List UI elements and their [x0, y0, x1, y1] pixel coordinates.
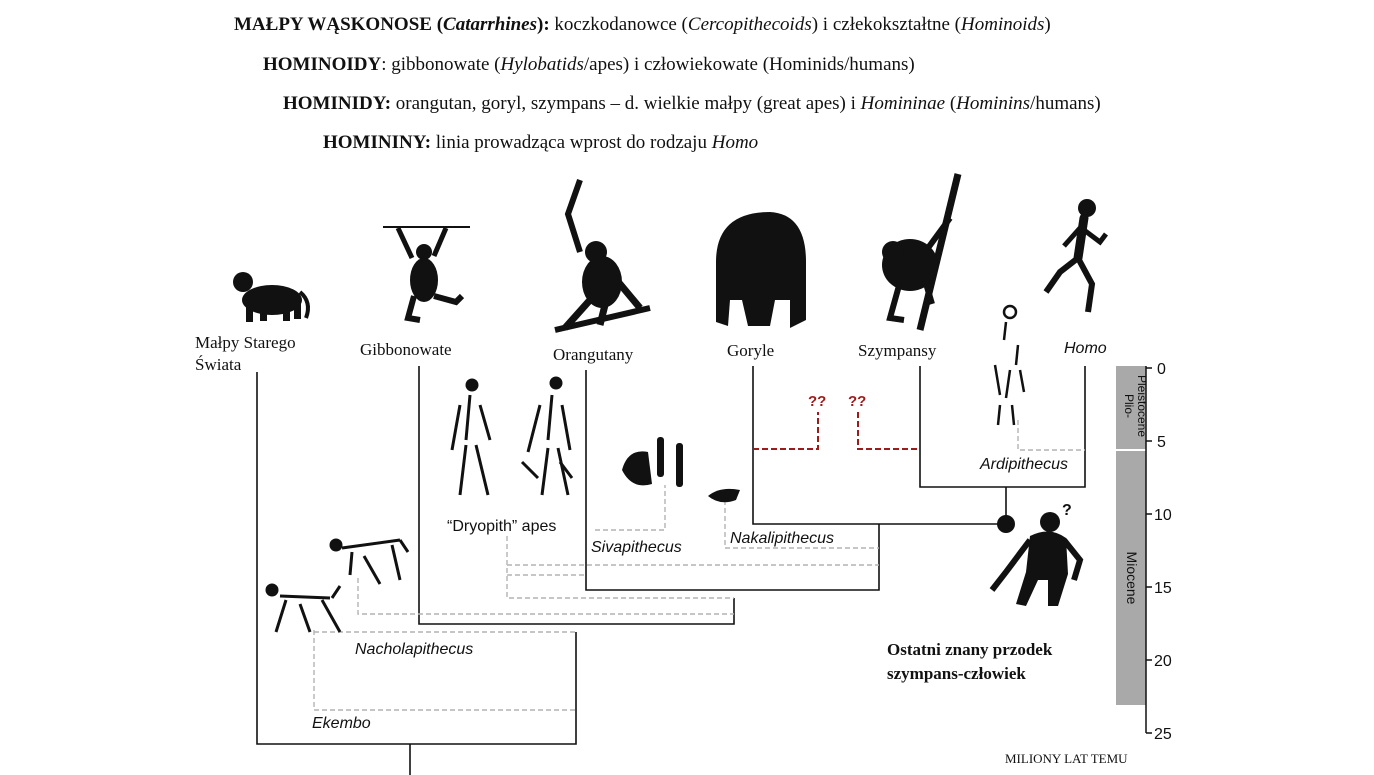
ancestor-ape-silhouette — [989, 512, 1084, 606]
fossil-label-ekembo: Ekembo — [312, 715, 371, 732]
header-line-catarrhines: MAŁPY WĄSKONOSE (Catarrhines): koczkodan… — [234, 14, 1051, 35]
fossil-dashed-lines — [313, 420, 1085, 711]
taxon-label-old-world-monkeys: Małpy Starego — [195, 333, 296, 352]
red-dashed-lines — [753, 412, 920, 450]
header-line-hominoids: HOMINOIDY: gibbonowate (Hylobatids/apes)… — [263, 54, 915, 75]
dryopith-skeleton-icon — [450, 376, 574, 496]
fossil-label-nakalipithecus: Nakalipithecus — [730, 530, 834, 547]
chimpanzee-silhouette — [882, 173, 962, 331]
nakalipithecus-fossil-icon — [708, 488, 740, 503]
taxon-label-old-world-monkeys-2: Świata — [195, 355, 242, 374]
epoch-label-pleistocene: Pleistocene — [1135, 375, 1149, 437]
ancestor-unknown-mark: ? — [1062, 502, 1072, 519]
axis-tick-5: 5 — [1157, 434, 1166, 451]
taxon-label-homo: Homo — [1064, 340, 1107, 357]
epoch-label-plio: Plio- — [1122, 394, 1136, 418]
header-line-hominids: HOMINIDY: orangutan, goryl, szympans – d… — [283, 93, 1101, 114]
ardipithecus-skeleton-icon — [993, 304, 1026, 426]
human-runner-silhouette — [1043, 199, 1108, 313]
gibbon-silhouette — [383, 226, 470, 323]
epoch-label-miocene: Miocene — [1124, 552, 1140, 605]
tree-solid-lines — [256, 366, 1086, 775]
nacholapithecus-skeleton-icon — [329, 538, 410, 585]
taxon-label-orangutans: Orangutany — [553, 345, 634, 364]
epoch-bar-miocene — [1116, 451, 1146, 705]
fossil-label-sivapithecus: Sivapithecus — [591, 539, 682, 556]
ancestor-label-2: szympans-człowiek — [887, 664, 1026, 683]
taxon-label-gorillas: Goryle — [727, 341, 774, 360]
axis-label-million-years-ago: MILIONY LAT TEMU — [1005, 751, 1128, 766]
axis-tick-20: 20 — [1154, 653, 1172, 670]
ancestor-node — [997, 515, 1015, 533]
axis-tick-10: 10 — [1154, 507, 1172, 524]
axis-tick-0: 0 — [1157, 361, 1166, 378]
epoch-bar-plio-pleistocene — [1116, 366, 1146, 449]
orangutan-silhouette — [554, 179, 651, 333]
axis-tick-25: 25 — [1154, 726, 1172, 743]
unknown-lineage-mark-1: ?? — [808, 393, 826, 410]
unknown-lineage-mark-2: ?? — [848, 393, 866, 410]
axis-tick-15: 15 — [1154, 580, 1172, 597]
ancestor-label-1: Ostatni znany przodek — [887, 640, 1053, 659]
time-axis: 0 5 10 15 20 25 Plio- Pleistocene Miocen… — [1005, 361, 1172, 766]
ekembo-skeleton-icon — [265, 583, 342, 633]
fossil-label-nacholapithecus: Nacholapithecus — [355, 641, 473, 658]
taxon-label-gibbons: Gibbonowate — [360, 340, 452, 359]
monkey-silhouette — [233, 272, 310, 322]
gorilla-silhouette — [716, 212, 806, 328]
fossil-label-dryopith: “Dryopith” apes — [447, 518, 556, 535]
header-line-hominins: HOMININY: linia prowadząca wprost do rod… — [323, 132, 759, 153]
taxon-label-chimpanzees: Szympansy — [858, 341, 937, 360]
fossil-label-ardipithecus: Ardipithecus — [979, 456, 1068, 473]
sivapithecus-fossil-icon — [622, 437, 683, 487]
